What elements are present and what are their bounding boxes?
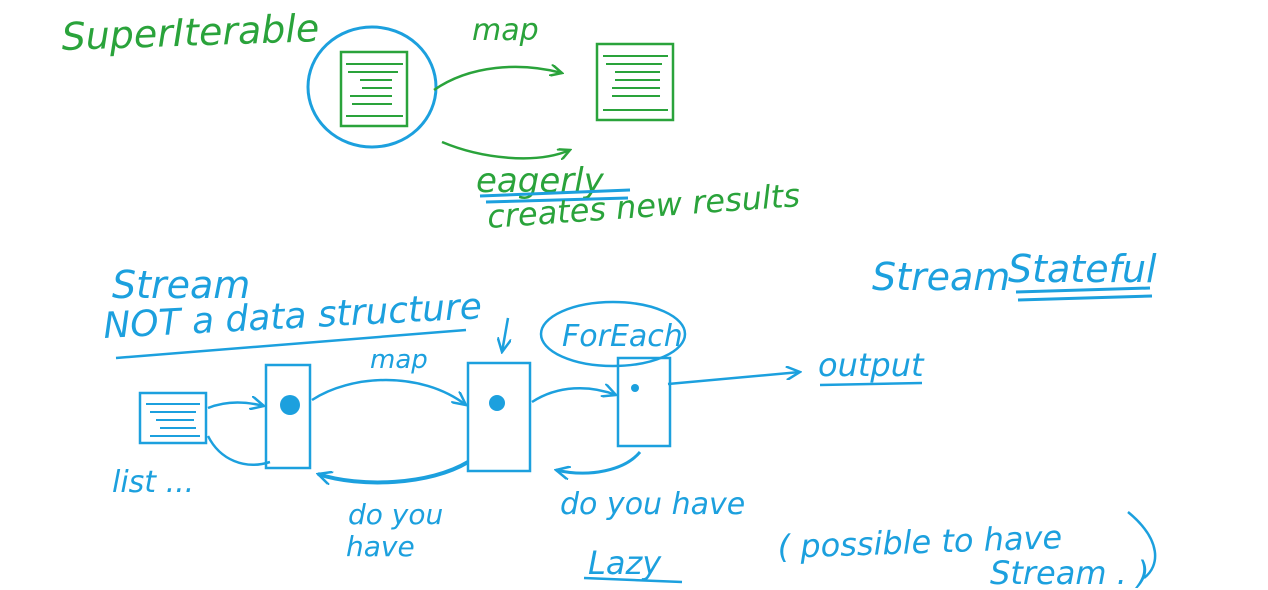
stream-title: Stream [112, 263, 250, 307]
stage2-to-stage1-request-arrow [318, 460, 470, 482]
map-arrow [433, 67, 562, 92]
stage3-to-output-arrow [667, 372, 800, 386]
eagerly-underline-2 [485, 196, 629, 204]
stage2-to-stage3-arrow [531, 388, 616, 404]
result-document-icon [595, 42, 675, 122]
foreach-circle [539, 300, 687, 368]
highlight-circle [306, 25, 438, 149]
list-document-icon [138, 391, 208, 445]
note-line2: Stream . ) [990, 554, 1149, 590]
stream-stage-1 [264, 363, 312, 470]
lazy-label: Lazy [588, 544, 662, 582]
stage1-to-stage2-arrow [311, 378, 466, 405]
do-you-line2: have [346, 530, 415, 563]
stream-stateful-word2: Stateful [1008, 247, 1157, 291]
stream-section: Stream NOT a data structure map list ...… [102, 247, 1157, 590]
not-data-structure-underline [115, 328, 467, 360]
source-document-icon [339, 50, 409, 128]
eager-arrow [441, 140, 570, 158]
foreach-label: ForEach [562, 319, 683, 354]
stage3-to-stage2-request-arrow [556, 450, 642, 473]
stream-stateful-word1: Stream [872, 255, 1010, 299]
note-close-paren [1127, 511, 1157, 579]
stage2-pointer-arrow [502, 317, 508, 352]
lazy-underline [583, 576, 683, 584]
stateful-underline-1 [1015, 286, 1151, 294]
eagerly-underline-1 [479, 188, 631, 198]
stream-map-label: map [370, 345, 428, 375]
list-to-stage1-arrow [207, 403, 264, 409]
superiterable-section: SuperIterable map [61, 6, 801, 236]
top-map-label: map [472, 13, 539, 48]
stream-stage-2 [466, 361, 532, 473]
output-underline [819, 381, 923, 387]
stream-stage-3 [616, 356, 672, 448]
superiterable-title: SuperIterable [61, 6, 320, 59]
do-you-have-label: do you have [560, 487, 745, 522]
list-return-curve [206, 435, 271, 466]
do-you-line1: do you [348, 498, 443, 531]
stateful-underline-2 [1017, 294, 1153, 302]
list-label: list ... [112, 465, 194, 500]
output-label: output [818, 346, 925, 384]
